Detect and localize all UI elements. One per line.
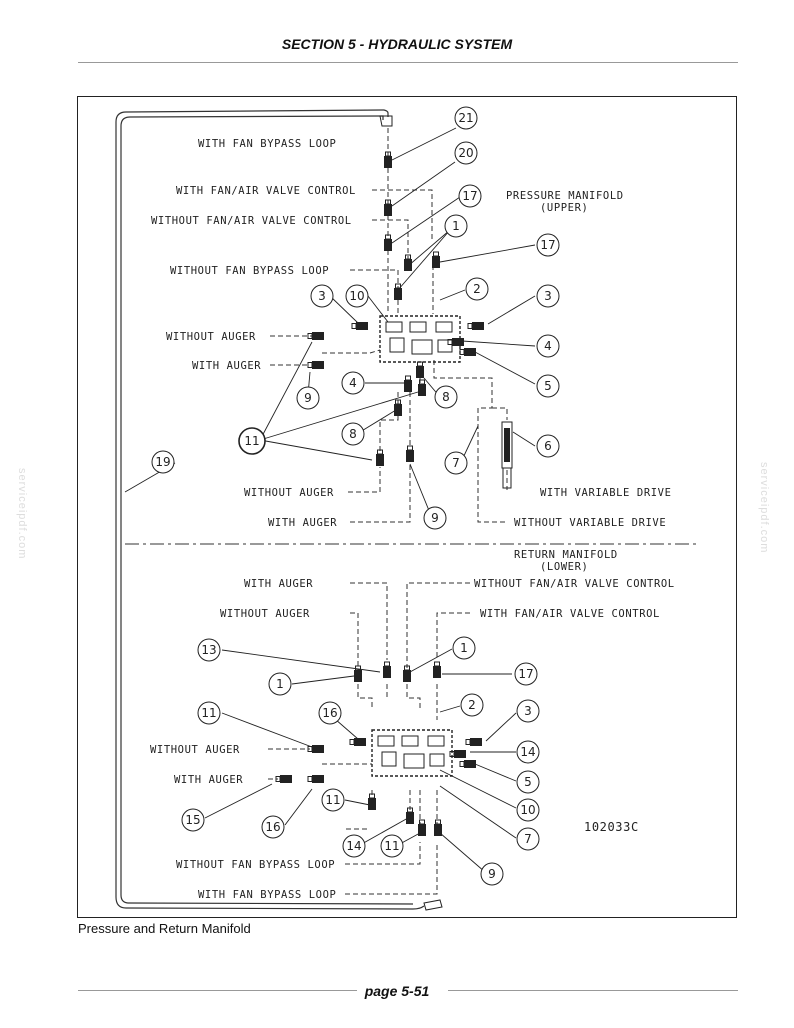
callout-17-b: 17: [540, 238, 555, 252]
callout-11-a: 11: [244, 434, 259, 448]
callout-2-b: 2: [468, 698, 476, 712]
callout-8-b: 8: [349, 427, 357, 441]
lower-dashed-lines: [268, 582, 470, 895]
callout-1-c: 1: [460, 641, 468, 655]
section-header: SECTION 5 - HYDRAULIC SYSTEM: [281, 36, 513, 52]
callout-20: 20: [458, 146, 473, 160]
callout-17-a: 17: [462, 189, 477, 203]
label-with-fan-bypass-loop-lower: WITH FAN BYPASS LOOP: [198, 889, 336, 901]
callout-19: 19: [155, 455, 170, 469]
footer-divider-right: [448, 990, 738, 991]
callout-11-c: 11: [325, 793, 340, 807]
pressure-manifold-subtitle: (UPPER): [540, 202, 588, 214]
label-without-fan-air-valve-upper: WITHOUT FAN/AIR VALVE CONTROL: [151, 215, 352, 227]
callout-11-d: 11: [384, 839, 399, 853]
callout-13: 13: [201, 643, 216, 657]
callout-7-a: 7: [452, 456, 460, 470]
hose-19: [115, 109, 425, 910]
label-with-auger-upper-bottom: WITH AUGER: [268, 517, 337, 529]
label-without-auger-upper-bottom: WITHOUT AUGER: [244, 487, 334, 499]
label-without-fan-bypass-loop-upper: WITHOUT FAN BYPASS LOOP: [170, 265, 329, 277]
label-without-auger-lower-top: WITHOUT AUGER: [220, 608, 310, 620]
callout-21: 21: [458, 111, 473, 125]
return-manifold-subtitle: (LOWER): [540, 561, 588, 573]
callout-14-b: 14: [346, 839, 361, 853]
callout-5-b: 5: [524, 775, 532, 789]
callout-numbers: 21 20 17 1 17 2 3 10 3 4 5 4 8 9 8 11 6 …: [155, 111, 555, 881]
label-without-auger-upper-left: WITHOUT AUGER: [166, 331, 256, 343]
label-with-auger-lower-left: WITH AUGER: [174, 774, 243, 786]
callout-3-b: 3: [544, 289, 552, 303]
header-divider: [78, 62, 738, 63]
callout-14-a: 14: [520, 745, 535, 759]
label-with-fan-bypass-loop-upper: WITH FAN BYPASS LOOP: [198, 138, 336, 150]
label-with-auger-lower-top: WITH AUGER: [244, 578, 313, 590]
label-with-fan-air-valve-upper: WITH FAN/AIR VALVE CONTROL: [176, 185, 356, 197]
callout-7-b: 7: [524, 832, 532, 846]
callout-15: 15: [185, 813, 200, 827]
label-without-fan-air-valve-lower: WITHOUT FAN/AIR VALVE CONTROL: [474, 578, 675, 590]
callout-3-c: 3: [524, 704, 532, 718]
callout-10-a: 10: [349, 289, 364, 303]
upper-dashed-lines: [270, 128, 508, 523]
footer-divider-left: [78, 990, 368, 991]
callout-4-a: 4: [544, 339, 552, 353]
lower-manifold-block: [371, 729, 453, 777]
page-number: page 5-51: [356, 983, 438, 999]
callout-3-a: 3: [318, 289, 326, 303]
lower-fittings: [275, 661, 483, 837]
callout-8-a: 8: [442, 390, 450, 404]
label-with-auger-upper-left: WITH AUGER: [192, 360, 261, 372]
callout-6: 6: [544, 439, 552, 453]
leader-lines: [124, 127, 536, 873]
label-without-auger-lower-left: WITHOUT AUGER: [150, 744, 240, 756]
label-without-variable-drive: WITHOUT VARIABLE DRIVE: [514, 517, 666, 529]
callout-16-b: 16: [265, 820, 280, 834]
callout-16-a: 16: [322, 706, 337, 720]
callout-9-b: 9: [431, 511, 439, 525]
callout-11-b: 11: [201, 706, 216, 720]
return-manifold-title: RETURN MANIFOLD: [514, 549, 618, 561]
callout-9-a: 9: [304, 391, 312, 405]
callout-1-a: 1: [452, 219, 460, 233]
label-with-variable-drive: WITH VARIABLE DRIVE: [540, 487, 672, 499]
callout-2-a: 2: [473, 282, 481, 296]
callout-circles: [151, 106, 560, 886]
callout-4-b: 4: [349, 376, 357, 390]
callout-1-b: 1: [276, 677, 284, 691]
callout-9-c: 9: [488, 867, 496, 881]
hose-end-bottom: [423, 899, 443, 911]
part-code: 102033C: [584, 820, 639, 834]
figure-caption: Pressure and Return Manifold: [78, 921, 251, 936]
upper-fittings: [307, 151, 513, 489]
callout-10-b: 10: [520, 803, 535, 817]
callout-17-c: 17: [518, 667, 533, 681]
pressure-manifold-title: PRESSURE MANIFOLD: [506, 190, 624, 202]
label-with-fan-air-valve-lower: WITH FAN/AIR VALVE CONTROL: [480, 608, 660, 620]
callout-5-a: 5: [544, 379, 552, 393]
label-without-fan-bypass-loop-lower: WITHOUT FAN BYPASS LOOP: [176, 859, 335, 871]
diagram-frame: [77, 96, 737, 918]
hose-end-top: [379, 115, 393, 127]
